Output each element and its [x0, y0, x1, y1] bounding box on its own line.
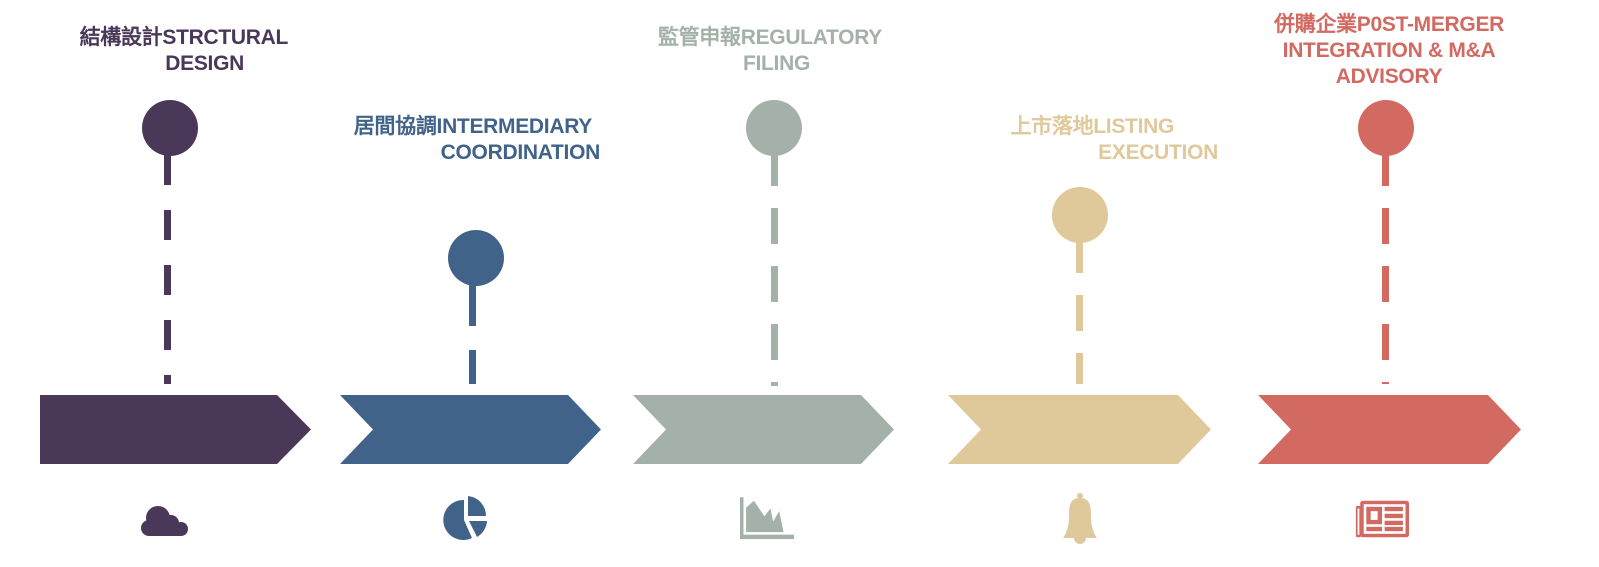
- step-3-title-line2: FILING: [742, 52, 810, 75]
- step-3-label: 監管申報REGULATORY FILING: [646, 25, 882, 77]
- step-4-label: 上市落地LISTING EXECUTION: [998, 114, 1218, 166]
- step-4-connector: [1076, 237, 1083, 384]
- step-3-marker: [746, 100, 802, 156]
- step-5-title-line3: ADVISORY: [1335, 65, 1443, 88]
- bell-icon: [1063, 493, 1097, 544]
- step-4-title-line1: 上市落地LISTING: [1010, 115, 1174, 138]
- step-5-connector: [1382, 150, 1389, 384]
- step-4-marker: [1052, 187, 1108, 243]
- cloud-icon: [141, 506, 188, 536]
- step-3-title-line1: 監管申報REGULATORY: [657, 26, 882, 49]
- step-1-title-line2: DESIGN: [165, 52, 244, 75]
- step-1-title-line1: 結構設計STRCTURAL: [79, 26, 289, 49]
- step-2-connector: [469, 280, 476, 384]
- area-chart-icon: [740, 497, 794, 540]
- step-2-label: 居間協調INTERMEDIARY COORDINATION: [337, 114, 601, 166]
- step-5-marker: [1358, 100, 1414, 156]
- step-2-title-line1: 居間協調INTERMEDIARY: [353, 115, 593, 138]
- pie-chart-icon: [443, 496, 487, 540]
- step-1-marker: [142, 100, 198, 156]
- step-5-title-line2: INTEGRATION & M&A: [1282, 39, 1496, 62]
- step-1-dashes: [164, 210, 171, 384]
- step-2-marker: [448, 230, 504, 286]
- step-3-connector: [771, 150, 778, 386]
- step-5-title-line1: 併購企業P0ST-MERGER: [1273, 13, 1505, 36]
- newspaper-icon: [1355, 500, 1409, 538]
- step-1-arrow: [40, 395, 311, 464]
- step-3-arrow: [633, 395, 894, 464]
- step-1-label: 結構設計STRCTURAL DESIGN: [73, 25, 289, 77]
- step-4-arrow: [948, 395, 1211, 464]
- step-2-title-line2: COORDINATION: [440, 141, 601, 164]
- step-2-arrow: [340, 395, 601, 464]
- step-5-label: 併購企業P0ST-MERGER INTEGRATION & M&A ADVISO…: [1266, 12, 1512, 90]
- step-5-arrow: [1258, 395, 1521, 464]
- step-4-title-line2: EXECUTION: [1098, 141, 1218, 164]
